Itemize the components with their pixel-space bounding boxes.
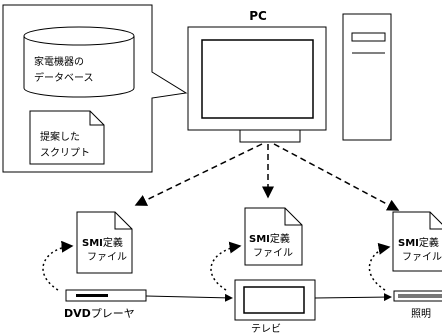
database-label-line1: 家電機器の (34, 55, 84, 68)
smi-doc-label-tv-line1: SMI定義 (249, 232, 290, 245)
script-label-line1: 提案した (40, 130, 80, 143)
dotted-curve-arrow-dvd (42, 240, 74, 291)
dotted-curve-arrow-light (368, 242, 391, 291)
smi-doc-label-dvd-line1: SMI定義 (82, 236, 123, 249)
smi-document-fold-tv (284, 208, 302, 226)
database-icon (23, 26, 135, 98)
pc-title: PC (249, 9, 267, 23)
smi-doc-label-dvd-line2: ファイル (87, 252, 127, 263)
light-icon (393, 290, 442, 302)
dvd-player-icon (65, 289, 147, 302)
smi-document-fold-light (429, 212, 442, 230)
pc-tower-icon (342, 13, 392, 141)
smi-doc-label-tv-line2: ファイル (253, 248, 293, 259)
dvd-player-label: DVDプレーヤ (64, 307, 135, 320)
smi-doc-label-light-line1: SMI定義 (398, 236, 439, 249)
database-label-line2: データベース (34, 71, 94, 84)
smi-document-fold-dvd (114, 212, 132, 230)
pc-monitor-icon (187, 26, 327, 143)
smi-doc-label-light-line2: ファイル (402, 252, 442, 263)
tv-label: テレビ (251, 323, 281, 333)
smi-document-icon-tv (244, 207, 303, 266)
light-label: 照明 (411, 308, 431, 320)
dashed-arrow-to-dvd (134, 143, 263, 206)
dashed-arrow-to-light (273, 143, 400, 211)
tv-icon (234, 279, 316, 321)
script-label-line2: スクリプト (40, 147, 90, 159)
solid-arrow-tv-to-light (314, 293, 392, 302)
script-document-fold (89, 111, 104, 126)
smi-document-icon-dvd (76, 211, 133, 274)
script-document-icon (29, 110, 105, 165)
solid-arrow-dvd-to-tv (145, 293, 233, 302)
